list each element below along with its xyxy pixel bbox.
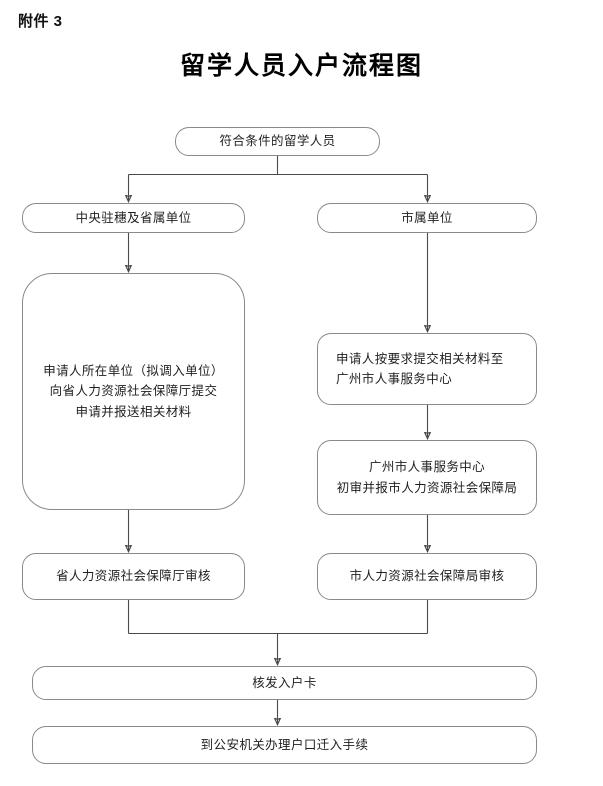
page-title: 留学人员入户流程图: [179, 51, 423, 80]
node-provincial-application: 申请人所在单位（拟调入单位） 向省人力资源社会保障厅提交 申请并报送相关材料: [22, 273, 245, 510]
node-provincial-bureau-audit-label: 省人力资源社会保障厅审核: [56, 569, 211, 584]
node-issue-residence-card: 核发入户卡: [32, 666, 537, 700]
node-provincial-application-label: 申请人所在单位（拟调入单位） 向省人力资源社会保障厅提交 申请并报送相关材料: [43, 364, 224, 419]
node-municipal-bureau-audit-label: 市人力资源社会保障局审核: [349, 569, 505, 584]
node-start: 符合条件的留学人员: [175, 127, 380, 156]
node-police-household-transfer: 到公安机关办理户口迁入手续: [32, 726, 537, 764]
node-municipal-unit-label: 市属单位: [401, 210, 453, 225]
node-municipal-unit: 市属单位: [317, 203, 537, 233]
node-issue-residence-card-label: 核发入户卡: [252, 675, 317, 690]
node-central-provincial-unit-label: 中央驻穗及省属单位: [75, 210, 192, 225]
node-start-label: 符合条件的留学人员: [219, 134, 336, 149]
attachment-label: 附件 3: [18, 13, 63, 30]
node-city-submit-materials-label: 申请人按要求提交相关材料至 广州市人事服务中心: [336, 351, 504, 386]
node-provincial-bureau-audit: 省人力资源社会保障厅审核: [22, 553, 245, 600]
node-city-center-preliminary-review: 广州市人事服务中心 初审并报市人力资源社会保障局: [317, 440, 537, 515]
node-municipal-bureau-audit: 市人力资源社会保障局审核: [317, 553, 537, 600]
node-central-provincial-unit: 中央驻穗及省属单位: [22, 203, 245, 233]
node-police-household-transfer-label: 到公安机关办理户口迁入手续: [200, 737, 369, 752]
node-city-center-preliminary-review-label: 广州市人事服务中心 初审并报市人力资源社会保障局: [336, 460, 518, 495]
node-city-submit-materials: 申请人按要求提交相关材料至 广州市人事服务中心: [317, 333, 537, 405]
